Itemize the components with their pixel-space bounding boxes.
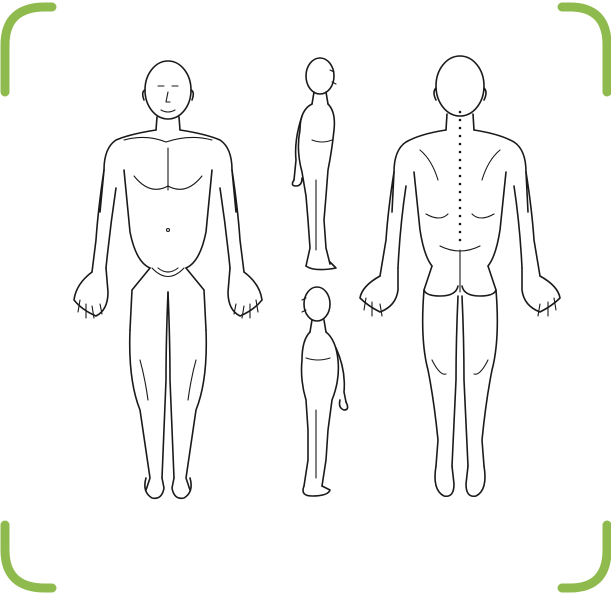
spine-dotted-line — [459, 111, 462, 242]
